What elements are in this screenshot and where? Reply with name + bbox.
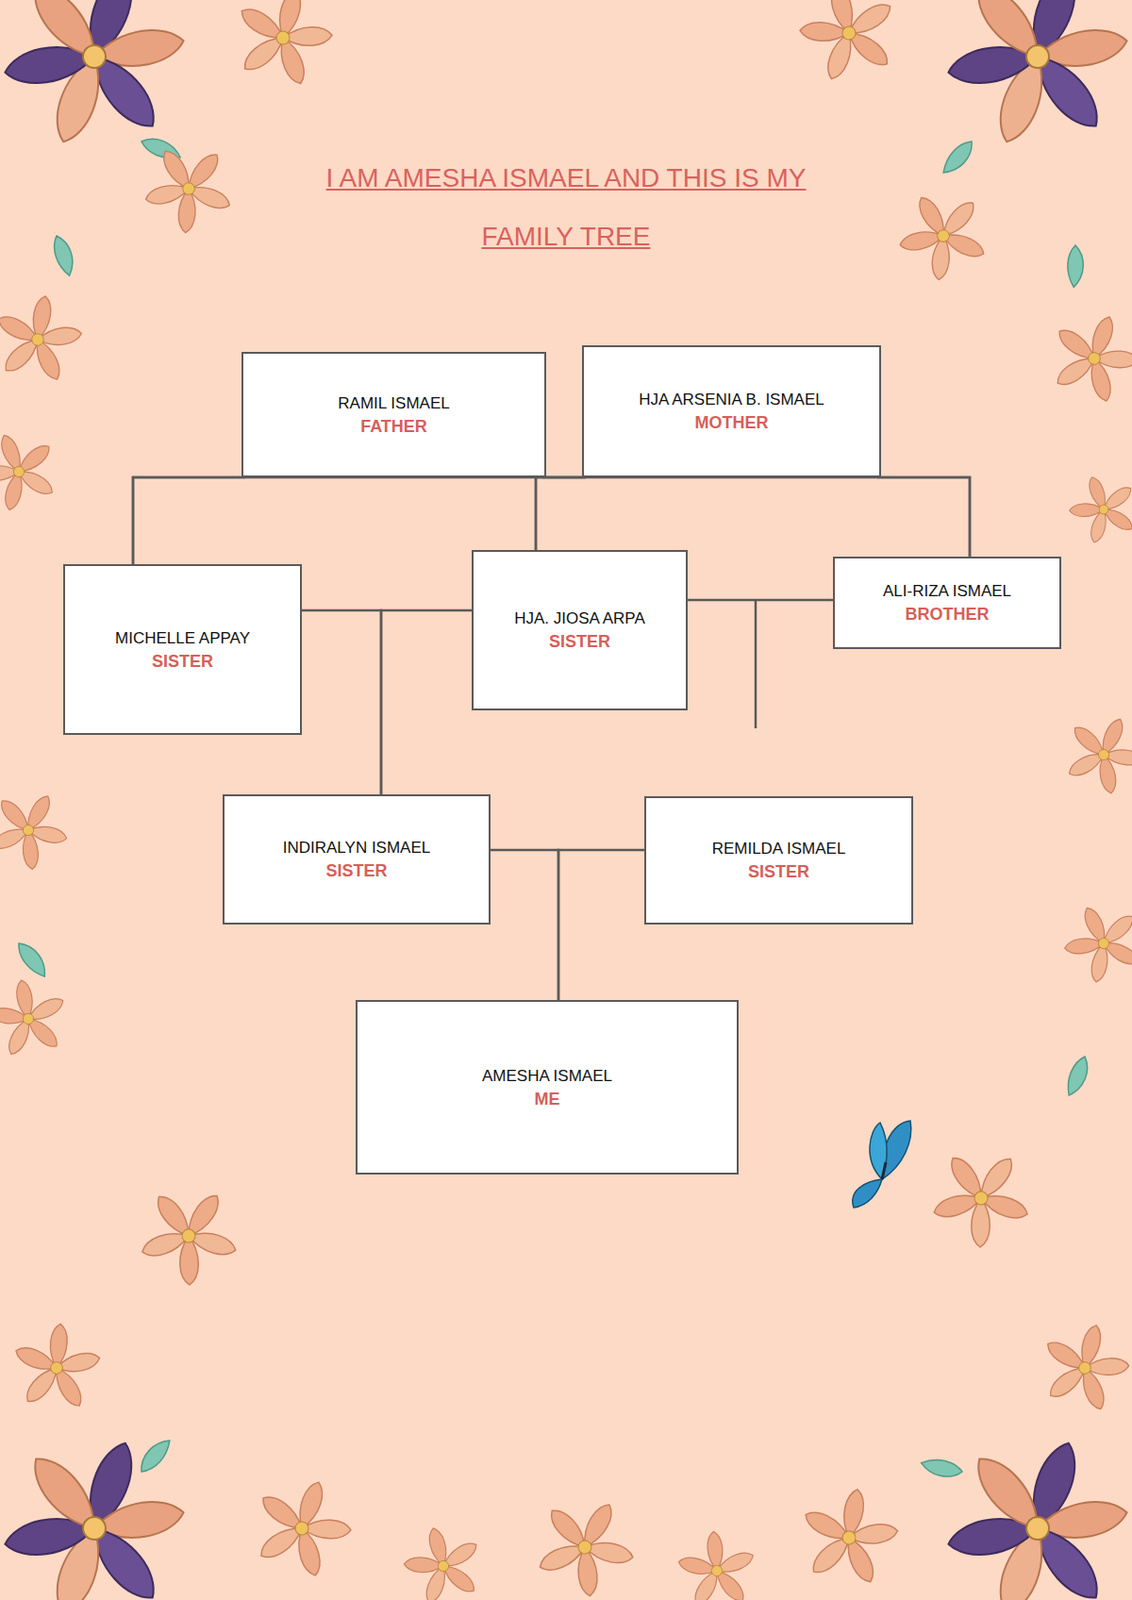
family-member-box: REMILDA ISMAELSISTER	[644, 796, 914, 925]
relation-label: SISTER	[283, 859, 432, 883]
family-member-box: HJA ARSENIA B. ISMAELMOTHER	[582, 345, 882, 478]
relation-label: SISTER	[712, 860, 847, 883]
member-name: MICHELLE APPAY	[115, 627, 250, 650]
page-title: I AM AMESHA ISMAEL AND THIS IS MY FAMILY…	[308, 149, 824, 267]
family-member-box: MICHELLE APPAYSISTER	[63, 564, 302, 735]
family-link	[133, 477, 246, 565]
butterfly	[852, 1120, 912, 1208]
family-member-box: ALI-RIZA ISMAELBROTHER	[832, 556, 1062, 650]
box-content: AMESHA ISMAELME	[472, 1059, 622, 1116]
family-link	[687, 599, 833, 602]
box-content: RAMIL ISMAELFATHER	[328, 386, 459, 444]
box-content: INDIRALYN ISMAELSISTER	[273, 831, 441, 888]
box-content: MICHELLE APPAYSISTER	[105, 621, 260, 679]
family-member-box: AMESHA ISMAELME	[355, 999, 739, 1175]
member-name: HJA ARSENIA B. ISMAEL	[638, 388, 825, 412]
family-member-box: INDIRALYN ISMAELSISTER	[222, 794, 491, 925]
family-link	[535, 477, 586, 550]
relation-label: FATHER	[337, 415, 450, 438]
relation-label: ME	[482, 1087, 613, 1111]
family-link	[490, 849, 559, 1000]
family-link	[877, 477, 970, 557]
box-content: HJA ARSENIA B. ISMAELMOTHER	[629, 382, 834, 440]
box-content: ALI-RIZA ISMAELBROTHER	[873, 574, 1021, 632]
family-link	[558, 849, 645, 1000]
stub-line	[754, 599, 758, 729]
relation-label: MOTHER	[638, 411, 825, 434]
member-name: RAMIL ISMAEL	[337, 392, 450, 416]
family-link	[542, 477, 970, 557]
member-name: REMILDA ISMAEL	[712, 837, 847, 861]
member-name: AMESHA ISMAEL	[482, 1065, 613, 1088]
box-content: REMILDA ISMAELSISTER	[702, 832, 856, 889]
relation-label: SISTER	[514, 630, 646, 653]
member-name: INDIRALYN ISMAEL	[283, 836, 432, 860]
family-member-box: RAMIL ISMAELFATHER	[241, 351, 547, 478]
box-content: HJA. JIOSA ARPASISTER	[504, 601, 655, 659]
relation-label: SISTER	[115, 649, 250, 673]
member-name: ALI-RIZA ISMAEL	[882, 580, 1012, 603]
family-link	[301, 610, 382, 795]
family-member-box: HJA. JIOSA ARPASISTER	[471, 549, 688, 711]
family-link	[381, 610, 472, 795]
member-name: HJA. JIOSA ARPA	[514, 607, 646, 631]
relation-label: BROTHER	[882, 602, 1012, 626]
